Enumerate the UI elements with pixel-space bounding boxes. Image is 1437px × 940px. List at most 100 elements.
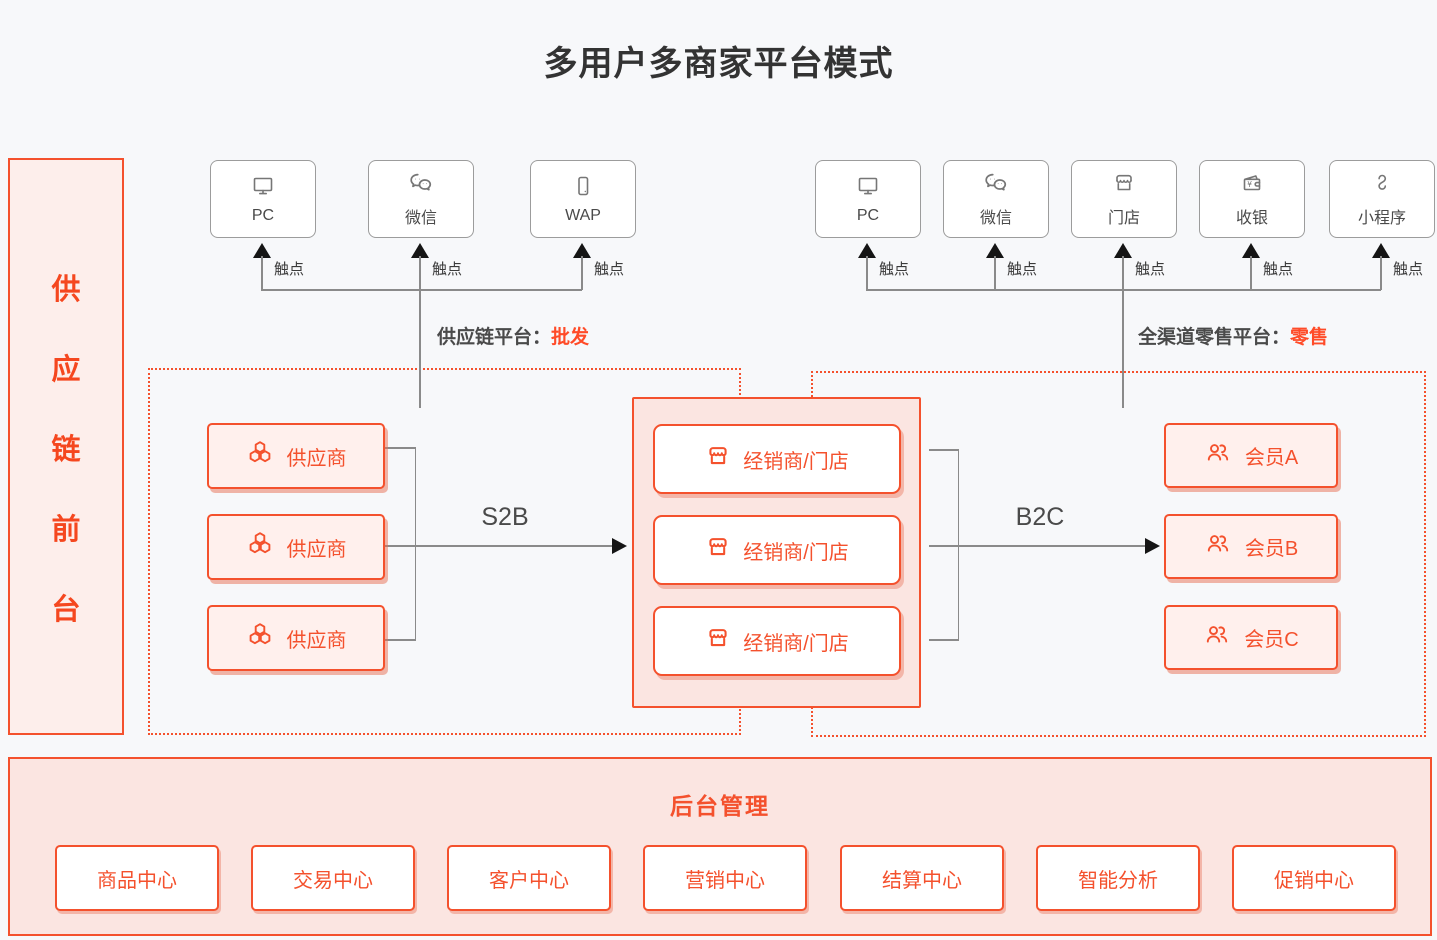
channel-label: 门店 [1107,209,1140,227]
connector-line [419,289,421,408]
sidebar-char: 供 [51,273,81,306]
s2b-arrow-line [383,545,614,547]
channel-label: 微信 [979,209,1012,227]
connector-line [581,256,583,290]
wechat-icon [407,171,435,200]
people-icon [1203,622,1231,653]
member-box: 会员C [1164,605,1338,670]
dealer-label: 经销商/门店 [743,541,849,564]
phone-icon [571,174,595,203]
arrow-up-icon [1114,243,1132,258]
arrow-up-icon [1372,243,1390,258]
member-box: 会员A [1164,423,1338,488]
connector-line [1250,256,1252,290]
backend-box-customer: 客户中心 [447,845,611,911]
wechat-icon [982,171,1010,200]
connector-line [1380,256,1382,290]
platform-label-value: 批发 [551,327,590,348]
s2b-label: S2B [481,503,529,531]
member-label: 会员A [1244,447,1299,469]
backend-title: 后台管理 [670,793,770,819]
connector-line [866,289,1381,291]
platform-label-value: 零售 [1290,327,1329,348]
bracket-line [414,447,416,640]
bracket-line [383,447,416,449]
supplier-box: 供应商 [207,605,385,671]
arrow-up-icon [858,243,876,258]
hexagons-icon [246,622,274,655]
bracket-line [957,449,959,640]
arrow-up-icon [573,243,591,258]
dealer-box: 经销商/门店 [653,424,901,494]
dealer-box: 经销商/门店 [653,515,901,585]
connector-line [1122,256,1124,290]
channel-label: 小程序 [1357,209,1406,227]
supplier-box: 供应商 [207,423,385,489]
supplier-box: 供应商 [207,514,385,580]
touchpoint-label: 触点 [594,261,625,278]
people-icon [1204,531,1232,562]
hexagons-icon [246,440,274,473]
backend-box-marketing: 营销中心 [643,845,807,911]
channel-box-store: 门店 [1071,160,1177,238]
supplier-label: 供应商 [286,629,347,652]
sidebar-char: 台 [51,593,81,626]
touchpoint-label: 触点 [432,261,463,278]
monitor-icon [855,174,881,203]
supplier-label: 供应商 [286,538,347,561]
connector-line [261,289,582,291]
member-box: 会员B [1164,514,1338,579]
backend-box-label: 结算中心 [882,869,962,892]
b2c-label: B2C [1015,503,1065,531]
bracket-line [383,639,416,641]
channel-box-pc-left: PC [210,160,316,238]
sidebar-char: 链 [51,433,81,466]
backend-box-promotion: 促销中心 [1232,845,1396,911]
supply-chain-frontend-panel: 供 应 链 前 台 [8,158,124,735]
touchpoint-label: 触点 [1393,261,1424,278]
touchpoint-label: 触点 [1007,261,1038,278]
dealer-label: 经销商/门店 [743,450,849,473]
backend-box-label: 营销中心 [685,869,765,892]
dealer-label: 经销商/门店 [743,632,849,655]
platform-label-text: 全渠道零售平台： [1138,327,1291,348]
storefront-icon [705,534,731,566]
channel-label: 微信 [404,209,437,227]
channel-label: PC [251,206,275,224]
channel-label: PC [856,206,880,224]
hexagons-icon [246,531,274,564]
channel-label: WAP [565,206,601,224]
platform-label-text: 供应链平台： [437,327,552,348]
connector-line [994,256,996,290]
backend-box-label: 商品中心 [97,869,177,892]
connector-line [1122,289,1124,408]
bracket-line [929,639,959,641]
storefront-icon [705,625,731,657]
touchpoint-label: 触点 [1135,261,1166,278]
backend-box-label: 客户中心 [489,869,569,892]
channel-box-wechat-left: 微信 [368,160,474,238]
retail-platform-label: 全渠道零售平台：零售 [1138,322,1328,349]
channel-box-pc-right: PC [815,160,921,238]
arrow-right-icon [612,538,627,554]
svg-text:¥: ¥ [1247,180,1252,189]
touchpoint-label: 触点 [879,261,910,278]
arrow-up-icon [253,243,271,258]
cashier-icon: ¥ [1239,171,1265,200]
sidebar-char: 前 [51,513,81,546]
backend-box-label: 智能分析 [1078,869,1158,892]
connector-line [261,256,263,290]
people-icon [1204,440,1232,471]
backend-box-settlement: 结算中心 [840,845,1004,911]
connector-line [866,256,868,290]
b2c-arrow-line [929,545,1147,547]
dealer-box: 经销商/门店 [653,606,901,676]
arrow-up-icon [986,243,1004,258]
bracket-line [929,449,959,451]
channel-label: 收银 [1235,209,1268,227]
arrow-up-icon [1242,243,1260,258]
arrow-right-icon [1145,538,1160,554]
arrow-up-icon [411,243,429,258]
channel-box-wap: WAP [530,160,636,238]
